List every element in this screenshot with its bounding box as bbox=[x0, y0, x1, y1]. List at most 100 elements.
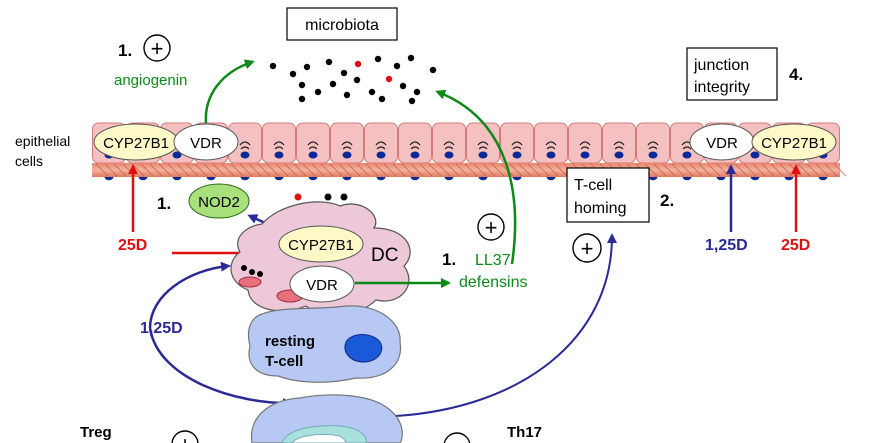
treg-plus-circle bbox=[171, 430, 199, 443]
mucosa-line bbox=[203, 163, 217, 177]
mucosa-line bbox=[185, 163, 199, 177]
resting-tcell-line2: T-cell bbox=[265, 353, 303, 370]
mucosa-line bbox=[167, 163, 181, 177]
junction-label-line2: integrity bbox=[694, 79, 750, 96]
mucosa-line bbox=[176, 163, 190, 177]
angiogenin-arrow bbox=[204, 59, 255, 124]
defensins-label: defensins bbox=[459, 274, 528, 291]
mucosa-band bbox=[92, 163, 840, 177]
mucosa-line bbox=[473, 163, 487, 177]
vdr-dc-ellipse bbox=[289, 265, 355, 303]
cell-granule bbox=[647, 141, 659, 146]
cell-granule bbox=[682, 146, 692, 150]
tcell-homing-line1: T-cell bbox=[574, 177, 612, 194]
mucosa-line bbox=[113, 163, 127, 177]
mucosa-line bbox=[374, 163, 388, 177]
nod2-label: NOD2 bbox=[198, 194, 240, 211]
mucosa-line bbox=[140, 163, 154, 177]
mucosa-line bbox=[347, 163, 361, 177]
cell-granule bbox=[409, 141, 421, 146]
bacterium-dot bbox=[343, 91, 351, 99]
th17-label: Th17 bbox=[507, 424, 542, 441]
cell-granule bbox=[341, 141, 353, 146]
epithelial-label-line2: cells bbox=[15, 153, 43, 169]
cell-granule bbox=[613, 141, 625, 146]
bacterium-dot bbox=[269, 62, 277, 70]
cell-nucleus bbox=[444, 151, 454, 159]
bacterium-dot bbox=[329, 80, 337, 88]
vdr-right-label: VDR bbox=[706, 135, 738, 152]
mucosa-line bbox=[743, 163, 757, 177]
cell-granule bbox=[410, 146, 420, 150]
mucosa-line bbox=[662, 163, 676, 177]
bacterium-dot bbox=[353, 76, 361, 84]
mucosa-line bbox=[509, 163, 523, 177]
cell-granule bbox=[546, 146, 556, 150]
resting-tcell bbox=[247, 305, 402, 383]
cyp27b1-right-label: CYP27B1 bbox=[761, 135, 827, 152]
homing-number: 2. bbox=[660, 191, 674, 210]
mucosa-line bbox=[257, 163, 271, 177]
mucosa-line bbox=[689, 163, 703, 177]
cell-nucleus bbox=[240, 151, 250, 159]
th17-minus-sign: − bbox=[451, 432, 464, 443]
mucosa-line bbox=[491, 163, 505, 177]
dc-red-dot bbox=[294, 193, 302, 201]
cell-granule bbox=[240, 146, 250, 150]
mucosa-line bbox=[149, 163, 163, 177]
cell-granule bbox=[376, 146, 386, 150]
cell-granule bbox=[443, 141, 455, 146]
d125-arrow-to-tcell bbox=[148, 327, 293, 409]
bacterium-dot bbox=[393, 62, 401, 70]
mucosa-line bbox=[311, 163, 325, 177]
mucosa-line bbox=[158, 163, 172, 177]
bacterium-dot bbox=[407, 54, 415, 62]
mucosa-line bbox=[392, 163, 406, 177]
bacterium-dot bbox=[354, 60, 362, 68]
cell-granule bbox=[545, 141, 557, 146]
mucosa-line bbox=[284, 163, 298, 177]
bacterium-dot bbox=[368, 88, 376, 96]
mucosa-line bbox=[653, 163, 667, 177]
ll37-label: LL37 bbox=[475, 252, 511, 269]
junction-box bbox=[686, 47, 778, 101]
mucosa-line bbox=[671, 163, 685, 177]
d125-left-label: 1,25D bbox=[140, 320, 183, 337]
cell-granule bbox=[274, 146, 284, 150]
bacterium-dot bbox=[298, 95, 306, 103]
mucosa-line bbox=[428, 163, 442, 177]
mucosa-line bbox=[365, 163, 379, 177]
bacterium-dot bbox=[408, 97, 416, 105]
bottom-tcell bbox=[250, 394, 403, 443]
dc-inner-dot bbox=[257, 271, 263, 277]
angiogenin-label: angiogenin bbox=[114, 72, 187, 89]
cell-nucleus bbox=[376, 151, 386, 159]
cell-granule bbox=[614, 146, 624, 150]
mucosa-line bbox=[329, 163, 343, 177]
angiogenin-number: 1. bbox=[118, 41, 132, 60]
mucosa-line bbox=[95, 163, 109, 177]
mucosa-line bbox=[230, 163, 244, 177]
tcell-homing-box bbox=[566, 167, 650, 223]
bacterium-dot bbox=[385, 75, 393, 83]
mucosa-line bbox=[761, 163, 775, 177]
mucosa-line bbox=[707, 163, 721, 177]
mucosa-line bbox=[338, 163, 352, 177]
mucosa-line bbox=[302, 163, 316, 177]
cell-granule bbox=[444, 146, 454, 150]
treg-plus-sign: + bbox=[179, 432, 192, 443]
homing-plus-sign: + bbox=[581, 236, 594, 261]
mucosa-line bbox=[410, 163, 424, 177]
mucosa-line bbox=[437, 163, 451, 177]
ll37-plus-circle bbox=[477, 213, 505, 241]
mucosa-line bbox=[698, 163, 712, 177]
cyp27b1-dc-ellipse bbox=[278, 225, 364, 263]
bacterium-dot bbox=[314, 88, 322, 96]
microbiota-label: microbiota bbox=[305, 17, 379, 34]
cell-nucleus bbox=[274, 151, 284, 159]
cell-nucleus bbox=[614, 151, 624, 159]
mucosa-line bbox=[734, 163, 748, 177]
cell-granule bbox=[512, 146, 522, 150]
dc-dot bbox=[324, 193, 332, 201]
